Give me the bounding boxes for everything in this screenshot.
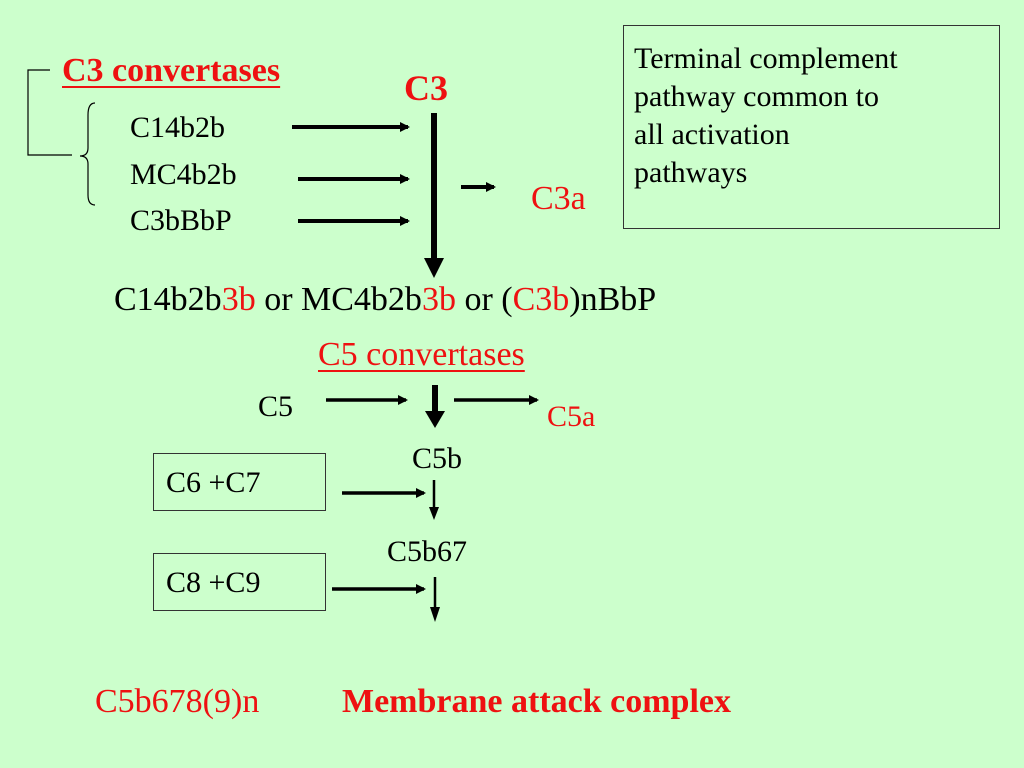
c8-c9-box: C8 +C9 [153, 553, 326, 611]
c5b-label: C5b [412, 442, 463, 475]
c5b67-label: C5b67 [387, 535, 468, 568]
mac-formula: C5b678(9)n [95, 683, 260, 720]
note-line-4: pathways [634, 156, 748, 189]
product-c3b: C3b [512, 281, 570, 318]
c6-c7-box: C6 +C7 [153, 453, 326, 511]
product-or-2: or ( [455, 281, 513, 318]
c6-c7-label: C6 +C7 [166, 466, 261, 499]
product-c14b2b-3b: 3b [221, 281, 256, 318]
convertase-mc4b2b: MC4b2b [130, 158, 237, 191]
convertase-c14b2b: C14b2b [130, 111, 226, 144]
convertase-c3bbbp: C3bBbP [130, 204, 232, 237]
note-line-1: Terminal complement [634, 42, 898, 75]
product-mc4b2b: MC4b2b [301, 281, 422, 318]
mac-label: Membrane attack complex [342, 683, 732, 720]
outer-bracket [27, 69, 72, 156]
curly-brace [79, 102, 96, 206]
c3-convertases-heading: C3 convertases [62, 52, 281, 89]
c3-label: C3 [404, 68, 448, 108]
note-line-3: all activation [634, 118, 790, 151]
c3a-label: C3a [531, 180, 586, 217]
product-mc4b2b-3b: 3b [421, 281, 456, 318]
product-nbbp: )nBbP [569, 281, 657, 318]
c5a-label: C5a [547, 400, 596, 433]
c5-convertases-heading: C5 convertases [318, 336, 525, 373]
c5-label: C5 [258, 390, 294, 423]
terminal-pathway-note: Terminal complement pathway common to al… [623, 25, 1000, 229]
product-or-1: or [255, 281, 302, 318]
note-line-2: pathway common to [634, 80, 879, 113]
product-c14b2b: C14b2b [114, 281, 222, 318]
c8-c9-label: C8 +C9 [166, 566, 261, 599]
c5-convertase-products: C14b2b3b or MC4b2b3b or (C3b)nBbP [114, 283, 656, 317]
